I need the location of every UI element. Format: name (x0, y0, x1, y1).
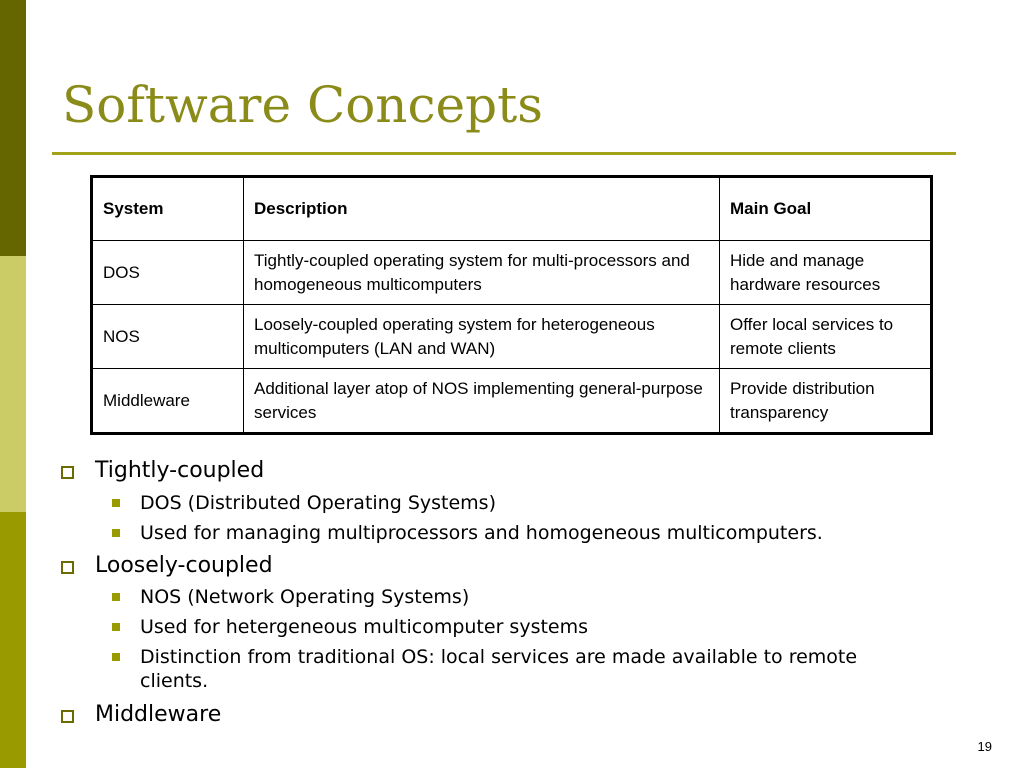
bullet-nos: NOS (Network Operating Systems) (140, 586, 470, 608)
bullet-dos: DOS (Distributed Operating Systems) (140, 492, 496, 514)
hollow-square-bullet-icon (61, 561, 74, 574)
table-cell-system: Middleware (91, 368, 244, 434)
table-cell-main-goal: Provide distribution transparency (719, 368, 932, 434)
table-row: NOS Loosely-coupled operating system for… (91, 304, 932, 369)
square-bullet-icon (112, 653, 120, 661)
bullet-dos-usage: Used for managing multiprocessors and ho… (140, 522, 823, 544)
square-bullet-icon (112, 593, 120, 601)
table-cell-description: Loosely-coupled operating system for het… (243, 304, 720, 369)
header-cell-system: System (91, 176, 244, 241)
left-band-top (0, 0, 26, 256)
table-cell-main-goal: Hide and manage hardware resources (719, 240, 932, 305)
table-cell-description: Additional layer atop of NOS implementin… (243, 368, 720, 434)
bullet-tightly-coupled: Tightly-coupled (95, 458, 265, 483)
table-cell-description: Tightly-coupled operating system for mul… (243, 240, 720, 305)
square-bullet-icon (112, 529, 120, 537)
hollow-square-bullet-icon (61, 710, 74, 723)
bullet-nos-distinction: Distinction from traditional OS: local s… (140, 646, 858, 692)
bullet-middleware: Middleware (95, 702, 222, 727)
title-underline (52, 152, 956, 155)
header-cell-main-goal: Main Goal (719, 176, 932, 241)
left-band-middle (0, 256, 26, 512)
table-row: Middleware Additional layer atop of NOS … (91, 368, 932, 434)
page-number: 19 (977, 739, 992, 754)
left-band-bottom (0, 512, 26, 768)
bullet-loosely-coupled: Loosely-coupled (95, 553, 273, 578)
bullet-nos-usage: Used for hetergeneous multicomputer syst… (140, 616, 589, 638)
table-header-row: System Description Main Goal (91, 176, 932, 241)
table-row: DOS Tightly-coupled operating system for… (91, 240, 932, 305)
hollow-square-bullet-icon (61, 466, 74, 479)
slide-title: Software Concepts (62, 76, 543, 134)
concepts-table: System Description Main Goal DOS Tightly… (90, 175, 933, 435)
square-bullet-icon (112, 623, 120, 631)
table-cell-main-goal: Offer local services to remote clients (719, 304, 932, 369)
header-cell-description: Description (243, 176, 720, 241)
table-cell-system: DOS (91, 240, 244, 305)
table-cell-system: NOS (91, 304, 244, 369)
square-bullet-icon (112, 499, 120, 507)
